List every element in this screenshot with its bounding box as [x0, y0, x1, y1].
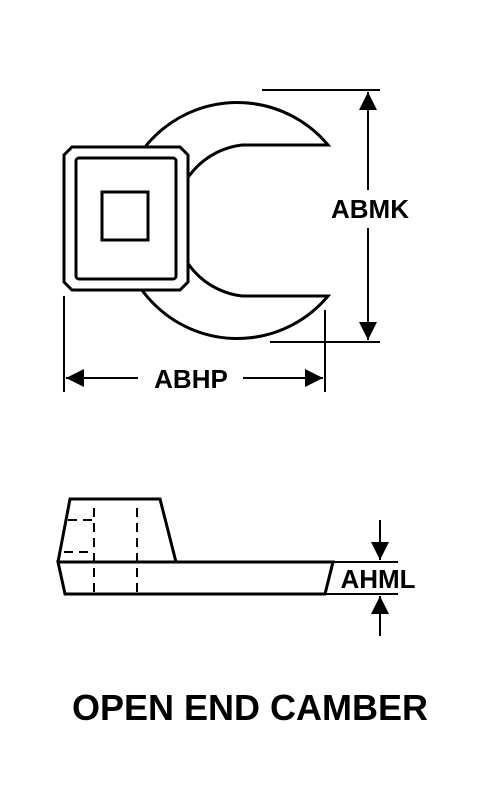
top-view: ABMK ABHP [62, 89, 409, 394]
diagram-caption: OPEN END CAMBER [72, 687, 428, 728]
dimension-abhp: ABHP [63, 296, 326, 394]
abhp-label: ABHP [154, 364, 228, 394]
dimension-abmk: ABMK [262, 89, 409, 343]
side-head-profile [56, 497, 178, 563]
drive-block-inner [74, 156, 178, 281]
abmk-label: ABMK [331, 194, 409, 224]
side-view: AHML [56, 497, 416, 636]
dimension-ahml: AHML [325, 520, 416, 636]
square-drive-hole [100, 190, 150, 242]
ahml-label: AHML [340, 564, 415, 594]
side-shank-profile [56, 560, 335, 596]
drive-block-outer [62, 145, 190, 292]
